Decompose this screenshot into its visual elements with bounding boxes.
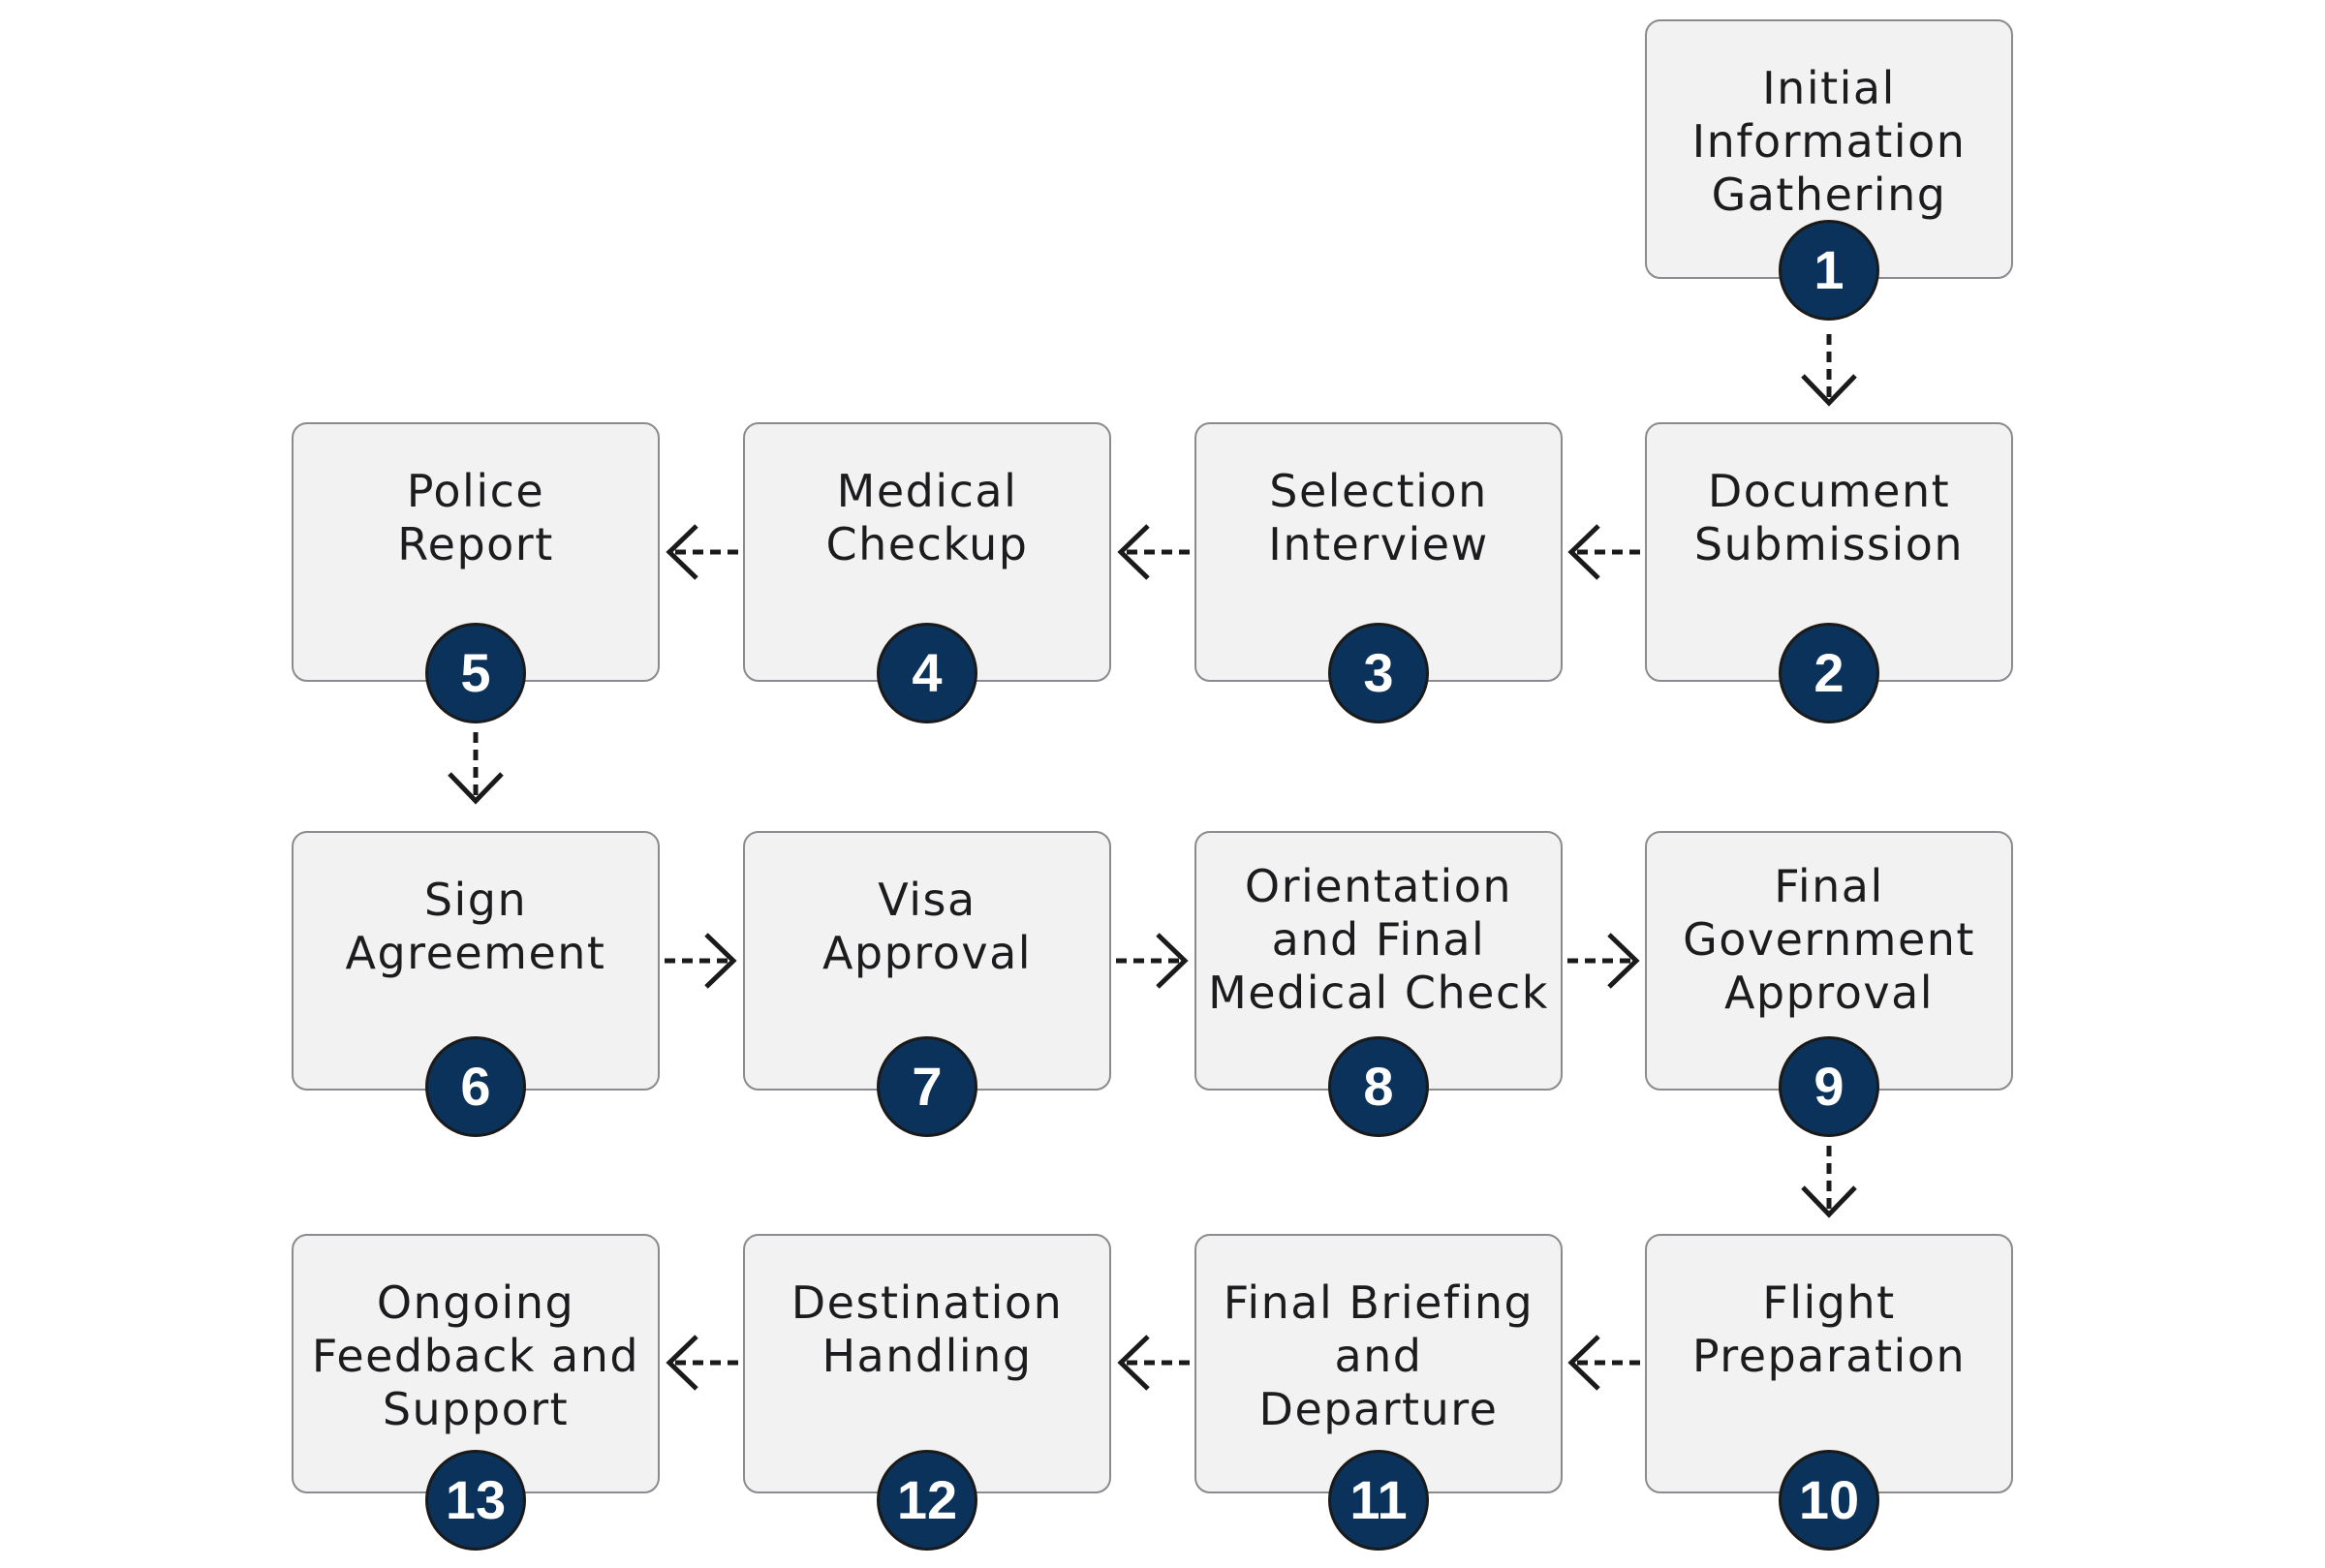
- step-number-badge-8: 8: [1328, 1036, 1429, 1137]
- step-label-4: Medical Checkup: [825, 465, 1029, 570]
- arrow-step-8-to-9: [1567, 933, 1640, 989]
- step-number-badge-11: 11: [1328, 1450, 1429, 1551]
- step-label-5: Police Report: [397, 465, 554, 570]
- step-number-badge-10: 10: [1779, 1450, 1879, 1551]
- arrow-step-3-to-4: [1117, 524, 1190, 580]
- step-box-9: Final Government Approval: [1645, 831, 2013, 1091]
- step-number-badge-13: 13: [425, 1450, 526, 1551]
- arrow-step-4-to-5: [666, 524, 738, 580]
- step-label-6: Sign Agreement: [345, 874, 606, 979]
- arrow-step-12-to-13: [666, 1335, 738, 1391]
- step-number-badge-5: 5: [425, 623, 526, 723]
- step-number-badge-4: 4: [877, 623, 977, 723]
- arrow-step-5-to-6: [448, 732, 504, 805]
- step-number-badge-12: 12: [877, 1450, 977, 1551]
- step-box-11: Final Briefing and Departure: [1194, 1234, 1563, 1493]
- step-label-1: Initial Information Gathering: [1691, 62, 1967, 221]
- step-number-badge-2: 2: [1779, 623, 1879, 723]
- step-label-3: Selection Interview: [1268, 465, 1489, 570]
- step-label-8: Orientation and Final Medical Check: [1208, 860, 1549, 1019]
- arrow-step-10-to-11: [1567, 1335, 1640, 1391]
- step-number-badge-3: 3: [1328, 623, 1429, 723]
- step-label-11: Final Briefing and Departure: [1223, 1276, 1534, 1435]
- step-label-7: Visa Approval: [822, 874, 1033, 979]
- step-number-badge-9: 9: [1779, 1036, 1879, 1137]
- step-label-10: Flight Preparation: [1691, 1276, 1967, 1382]
- step-number-badge-1: 1: [1779, 220, 1879, 321]
- arrow-step-6-to-7: [665, 933, 737, 989]
- step-label-9: Final Government Approval: [1683, 860, 1975, 1019]
- arrow-step-2-to-3: [1567, 524, 1640, 580]
- arrow-step-9-to-10: [1801, 1146, 1857, 1218]
- step-label-2: Document Submission: [1693, 465, 1965, 570]
- step-label-12: Destination Handling: [790, 1276, 1064, 1382]
- arrow-step-11-to-12: [1117, 1335, 1190, 1391]
- step-box-10: Flight Preparation: [1645, 1234, 2013, 1493]
- step-label-13: Ongoing Feedback and Support: [311, 1276, 640, 1435]
- step-number-badge-7: 7: [877, 1036, 977, 1137]
- arrow-step-1-to-2: [1801, 334, 1857, 407]
- arrow-step-7-to-8: [1116, 933, 1189, 989]
- step-number-badge-6: 6: [425, 1036, 526, 1137]
- step-box-3: Selection Interview: [1194, 422, 1563, 682]
- step-box-2: Document Submission: [1645, 422, 2013, 682]
